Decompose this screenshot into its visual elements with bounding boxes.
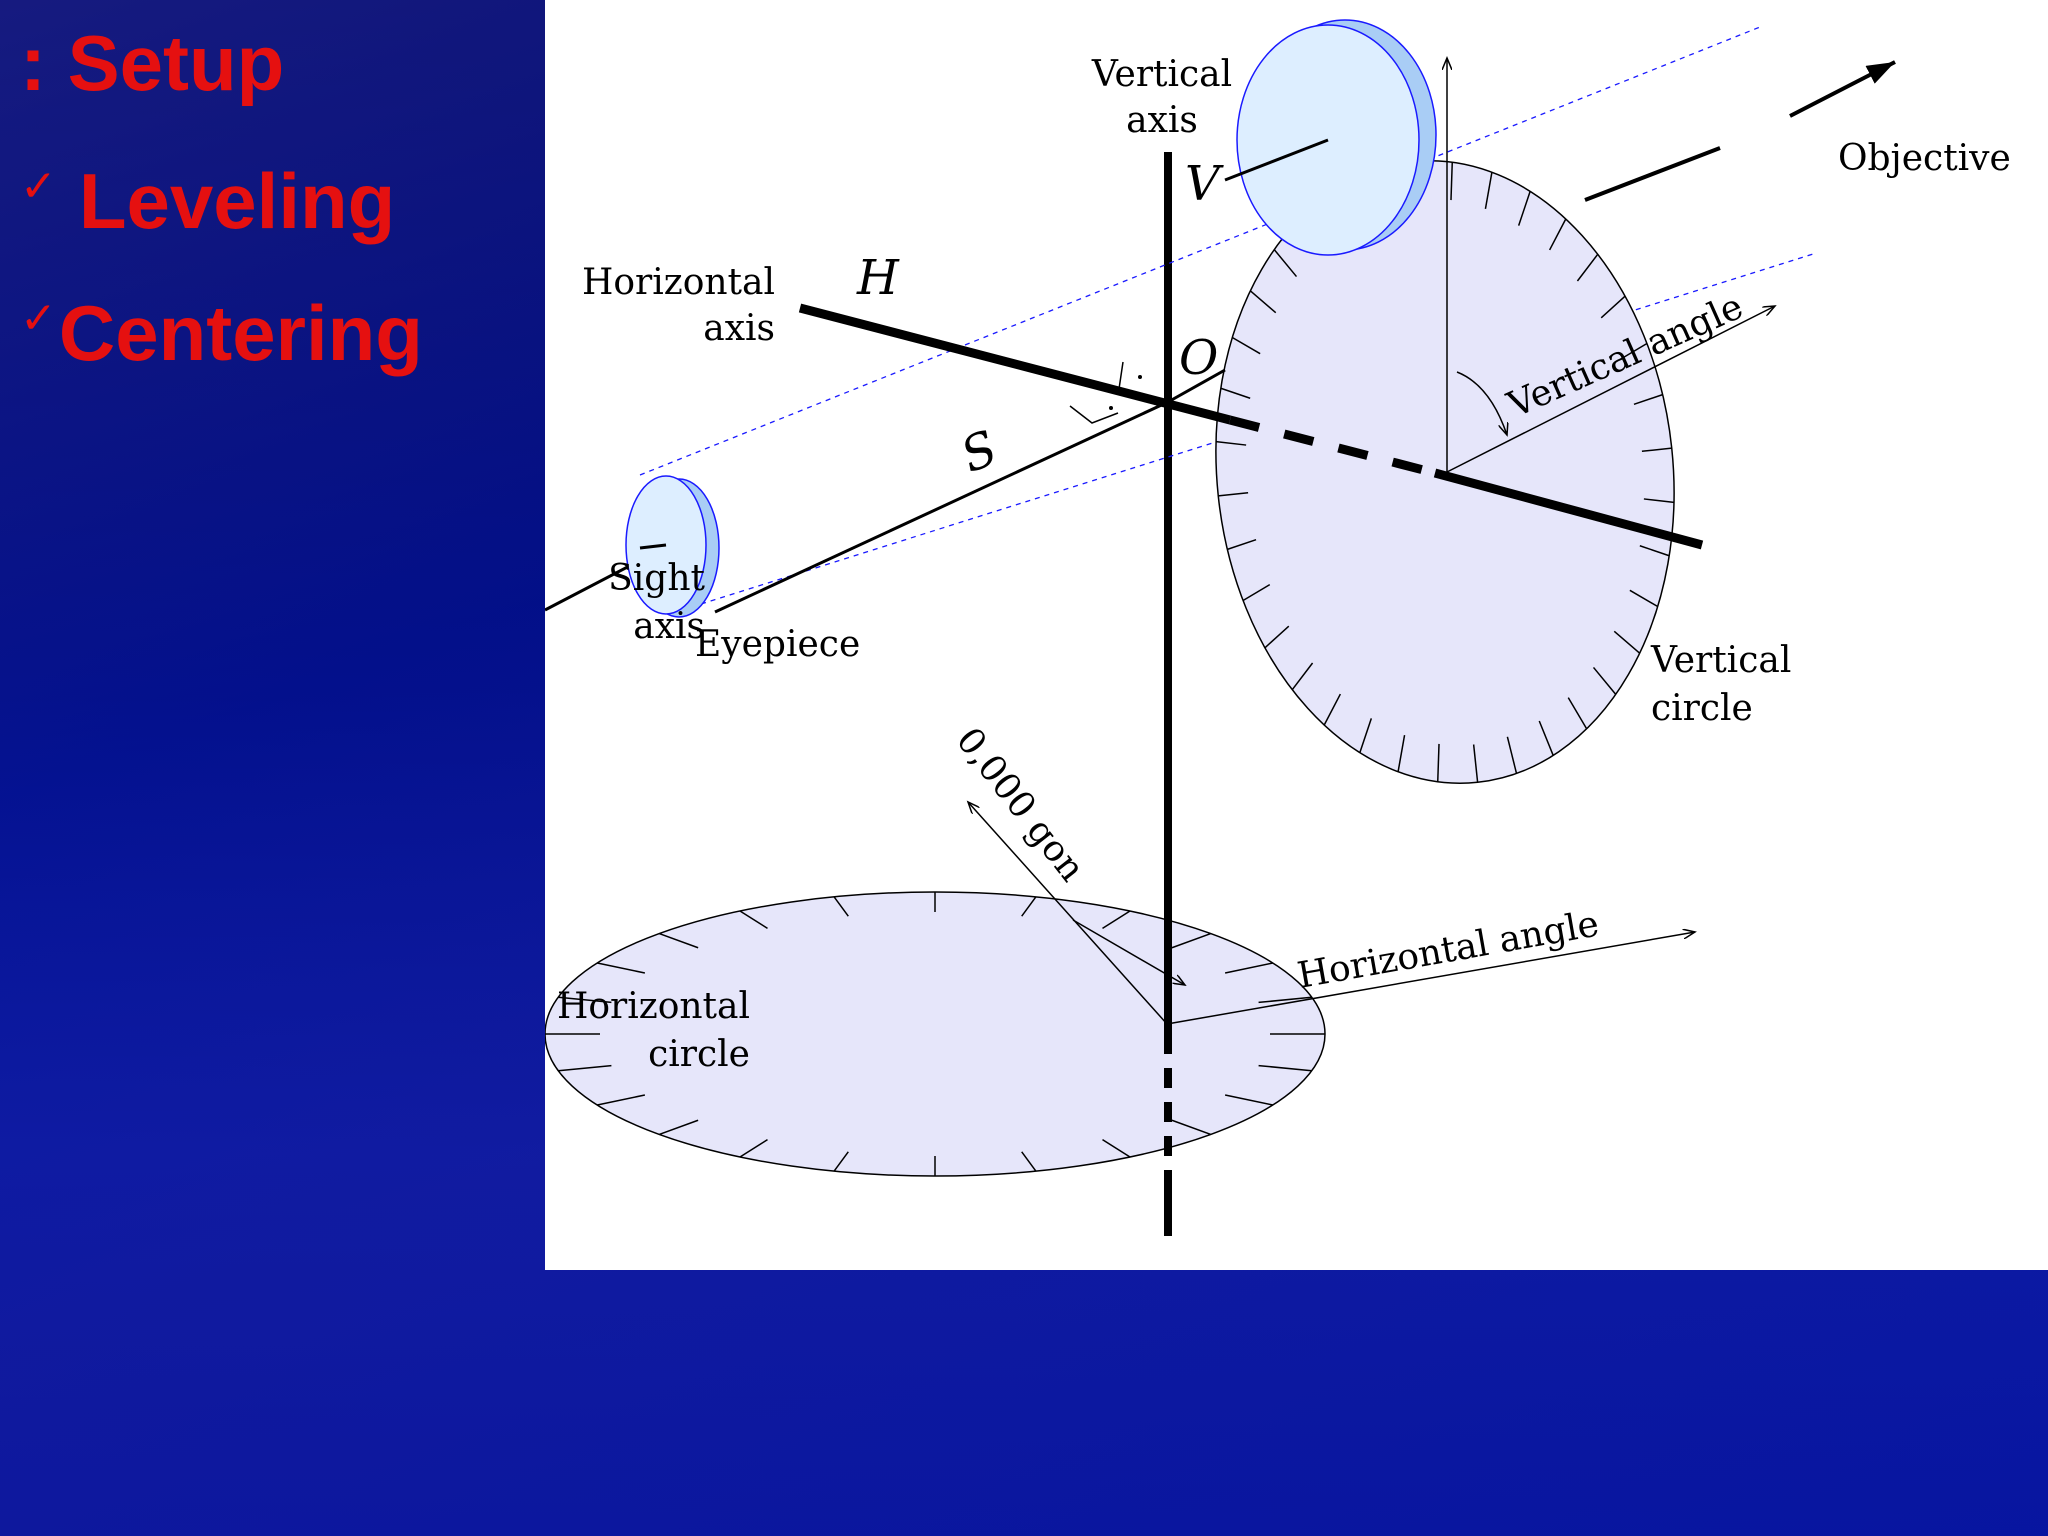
vertical-circle-tick	[1242, 584, 1271, 602]
vertical-circle-tick	[1538, 720, 1554, 756]
vertical-angle-arc	[1456, 371, 1507, 435]
horizontal-circle-tick	[1021, 896, 1037, 917]
horizontal-circle-tick	[833, 896, 849, 917]
label-vertical-circle-1: Vertical	[1650, 640, 1791, 681]
vertical-circle-tick	[1472, 744, 1479, 783]
vertical-circle-tick	[1629, 589, 1659, 608]
vertical-circle-tick	[1218, 491, 1249, 497]
vertical-circle-tick	[1567, 697, 1588, 730]
horizontal-circle-tick	[1171, 1119, 1212, 1136]
horizontal-angle-direction	[1166, 932, 1695, 1025]
label-vertical-axis-1: Vertical	[1091, 54, 1232, 95]
label-horizontal-circle-2: circle	[648, 1034, 750, 1075]
horizontal-circle-tick	[1171, 932, 1212, 949]
vertical-circle-tick	[1227, 538, 1257, 551]
vertical-circle-tick	[1450, 162, 1454, 201]
vertical-circle-tick	[1215, 440, 1247, 446]
horizontal-axis-right	[1433, 468, 1704, 550]
zero-gon-direction	[968, 802, 1168, 1025]
eyepiece-lens	[625, 475, 720, 618]
label-h: H	[856, 250, 900, 306]
bullet-label: Leveling	[78, 157, 396, 245]
horizontal-circle-tick	[1224, 1094, 1273, 1106]
vertical-circle-tick	[1231, 336, 1261, 355]
vertical-circle-tick	[1548, 218, 1567, 251]
bullet-leveling: ✓ Leveling	[20, 156, 395, 247]
vertical-circle-tick	[1436, 743, 1440, 782]
vertical-circle-tick	[1220, 387, 1251, 399]
vertical-circle-tick	[1619, 342, 1648, 360]
vertical-circle-tick	[1641, 447, 1672, 453]
horizontal-circle-tick	[558, 1064, 612, 1072]
label-s: S	[954, 420, 1005, 484]
checkmark-icon: ✓	[20, 293, 57, 344]
vertical-circle-tick	[1600, 295, 1626, 319]
vertical-circle-tick	[1397, 735, 1406, 772]
horizontal-circle-tick	[1258, 996, 1312, 1004]
horizontal-circle-tick	[1258, 1064, 1312, 1072]
label-sight-axis-1: Sight	[608, 558, 705, 599]
bullet-centering: ✓Centering	[20, 288, 423, 379]
vertical-angle-direction	[1446, 306, 1775, 473]
vertical-circle-tick	[1291, 662, 1314, 691]
label-horizontal-angle: Horizontal angle	[1294, 904, 1602, 997]
horizontal-axis-hidden	[1228, 415, 1437, 478]
vertical-circle-tick	[1273, 249, 1298, 278]
vertical-circle-tick	[1613, 630, 1641, 654]
horizontal-circle-tick	[597, 962, 646, 974]
horizontal-circle	[545, 891, 1326, 1177]
label-vertical-circle-2: circle	[1651, 688, 1753, 729]
horizontal-circle-tick	[833, 1151, 849, 1172]
right-angle-marker-2	[1069, 405, 1119, 424]
objective-lens	[1236, 19, 1437, 256]
theodolite-diagram: Vertical axis V Horizontal axis H O S Ob…	[545, 0, 2048, 1270]
label-sight-axis-2: axis	[633, 606, 705, 647]
label-horizontal-axis-2: axis	[703, 308, 775, 349]
sight-axis-front	[1584, 146, 1721, 202]
vertical-circle-tick	[1484, 172, 1493, 209]
horizontal-circle-tick	[597, 1094, 646, 1106]
label-eyepiece: Eyepiece	[695, 624, 860, 665]
horizontal-circle-tick	[558, 996, 612, 1004]
bullet-label: Centering	[58, 289, 423, 377]
slide-title: : Setup	[20, 19, 285, 107]
horizontal-circle-tick	[1021, 1151, 1037, 1172]
label-objective: Objective	[1838, 138, 2011, 179]
label-v: V	[1185, 156, 1224, 212]
label-horizontal-circle-1: Horizontal	[557, 986, 750, 1027]
vertical-circle-tick	[1592, 666, 1617, 695]
vertical-circle-tick	[1506, 736, 1518, 774]
vertical-circle-tick	[1639, 545, 1670, 557]
label-vertical-axis-2: axis	[1126, 100, 1198, 141]
vertical-circle-tick	[1576, 253, 1599, 282]
vertical-circle-tick	[1264, 625, 1290, 649]
diagram-svg: Vertical axis V Horizontal axis H O S Ob…	[545, 19, 2011, 1236]
label-horizontal-axis-1: Horizontal	[582, 262, 775, 303]
label-o: O	[1179, 330, 1218, 386]
checkmark-icon: ✓	[20, 161, 57, 212]
vertical-circle-tick	[1359, 718, 1373, 753]
horizontal-circle-tick	[1102, 910, 1131, 929]
horizontal-circle-tick	[1224, 962, 1273, 974]
vertical-circle-tick	[1323, 693, 1342, 726]
vertical-circle-tick	[1643, 498, 1675, 504]
sight-axis-line	[714, 400, 1169, 614]
sight-axis-arrow	[1789, 60, 1896, 118]
vertical-circle-tick	[1517, 191, 1531, 226]
vertical-circle-tick	[1249, 290, 1277, 314]
right-angle-marker	[1118, 361, 1146, 396]
horizontal-circle-tick	[658, 932, 699, 949]
horizontal-circle-tick	[739, 1139, 768, 1158]
horizontal-circle-tick	[1102, 1139, 1131, 1158]
horizontal-circle-tick	[739, 910, 768, 929]
horizontal-circle-tick	[658, 1119, 699, 1136]
horizontal-axis-line	[798, 303, 1232, 425]
vertical-circle-tick	[1633, 393, 1663, 406]
